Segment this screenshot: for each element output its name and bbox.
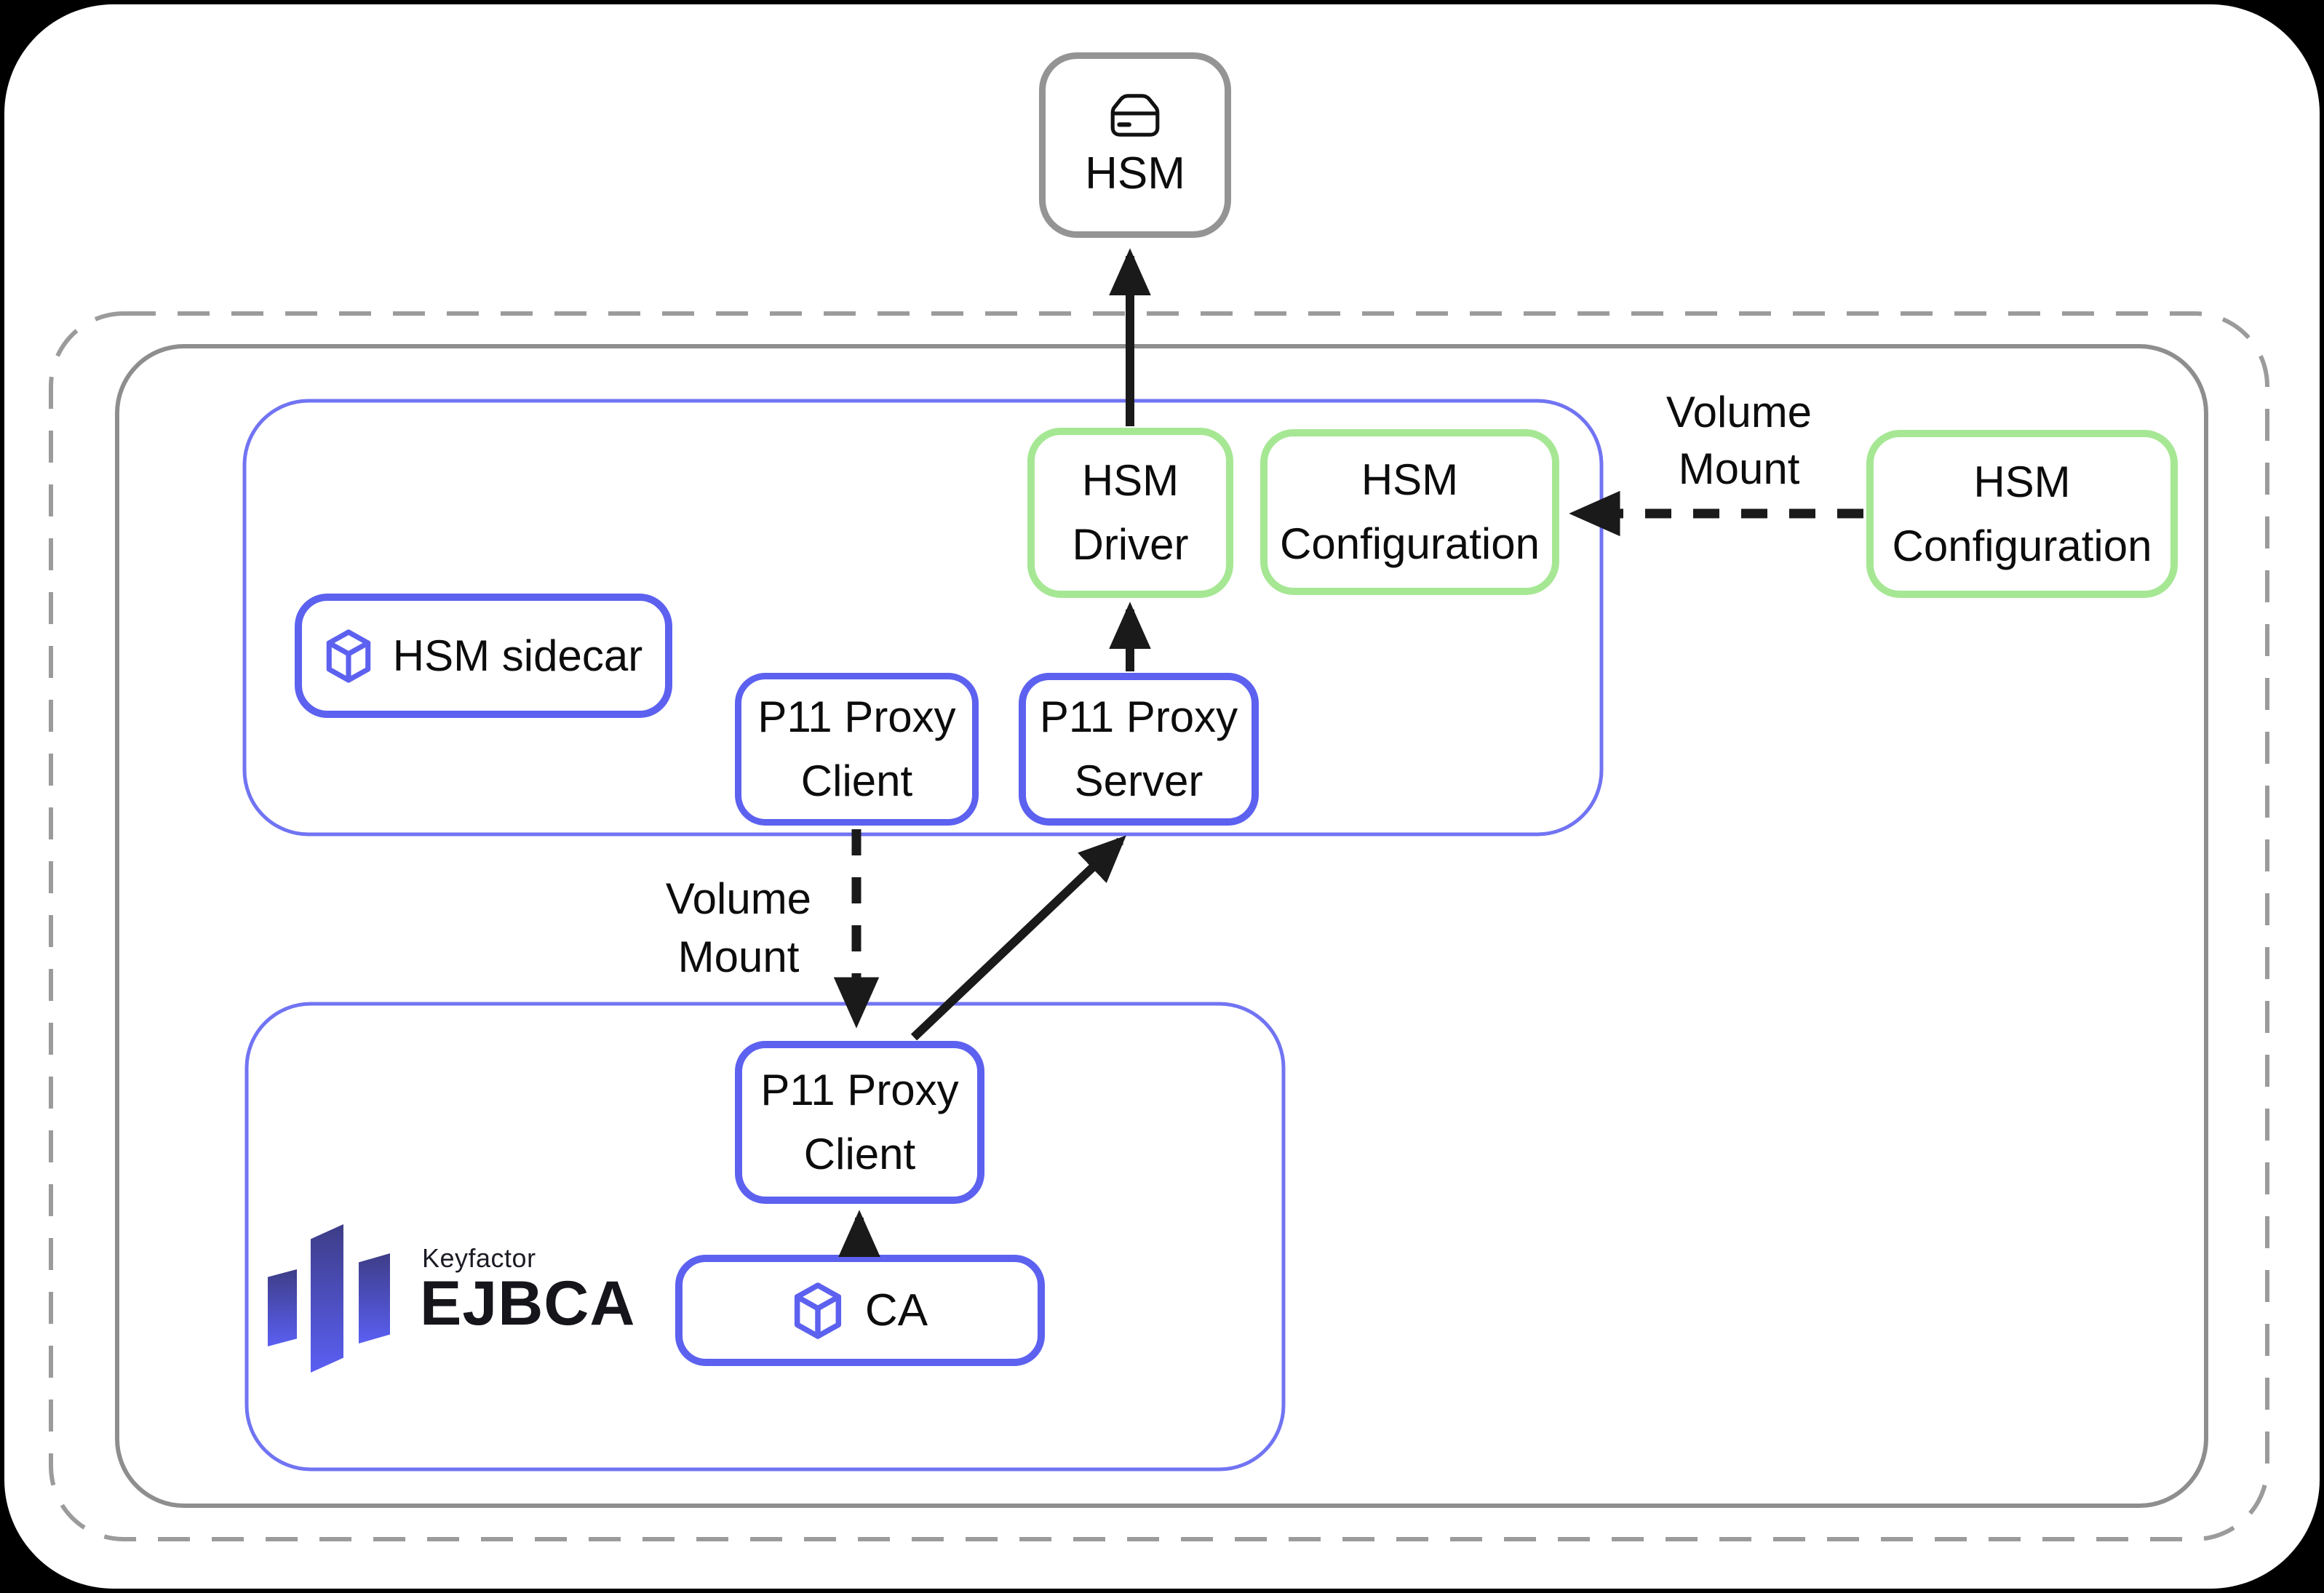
hsm-driver-label-line2: Driver (1072, 520, 1189, 569)
p11-proxy-client-ejbca-box: P11 Proxy Client (735, 1041, 984, 1204)
package-cube-icon (326, 628, 371, 683)
keyfactor-logo-bar-icon (268, 1269, 297, 1346)
logo-product-text: EJBCA (420, 1269, 636, 1338)
hsm-driver-label-line1: HSM (1081, 456, 1179, 505)
keyfactor-ejbca-logo: Keyfactor EJBCA (268, 1224, 635, 1381)
hsm-node-label: HSM (1085, 148, 1185, 199)
p11-proxy-client-ejbca-line2: Client (803, 1130, 916, 1178)
volume-mount-external-line2: Mount (1678, 444, 1800, 493)
hsm-driver-box: HSM Driver (1027, 428, 1233, 598)
p11-proxy-server-line1: P11 Proxy (1039, 692, 1238, 741)
ca-label: CA (864, 1285, 928, 1336)
volume-mount-label-proxy: Volume Mount (640, 870, 837, 986)
p11-proxy-server-line2: Server (1074, 756, 1203, 805)
p11-proxy-client-sidecar-line1: P11 Proxy (757, 692, 956, 741)
p11-proxy-client-sidecar-box: P11 Proxy Client (735, 673, 979, 826)
volume-mount-proxy-line1: Volume (665, 874, 812, 923)
volume-mount-proxy-line2: Mount (677, 933, 800, 981)
p11-proxy-client-sidecar-line2: Client (800, 756, 913, 805)
hsm-configuration-external-label-line2: Configuration (1892, 521, 2152, 570)
hsm-node: HSM (1039, 52, 1231, 238)
hsm-sidecar-label: HSM sidecar (392, 631, 643, 680)
p11-proxy-client-ejbca-line1: P11 Proxy (760, 1066, 959, 1114)
hard-drive-icon (1110, 93, 1160, 137)
hsm-configuration-external-box: HSM Configuration (1866, 430, 2178, 598)
keyfactor-logo-bar-icon (311, 1224, 343, 1373)
ca-box: CA (675, 1255, 1045, 1366)
hsm-configuration-box: HSM Configuration (1260, 429, 1559, 595)
hsm-configuration-external-label-line1: HSM (1973, 457, 2071, 506)
p11-proxy-server-box: P11 Proxy Server (1019, 673, 1259, 826)
package-cube-icon (794, 1282, 842, 1339)
volume-mount-label-external: Volume Mount (1641, 384, 1837, 498)
hsm-configuration-label-line1: HSM (1361, 455, 1459, 504)
hsm-sidecar-chip: HSM sidecar (295, 594, 672, 718)
keyfactor-logo-bar-icon (359, 1253, 390, 1344)
volume-mount-external-line1: Volume (1666, 388, 1812, 436)
hsm-configuration-label-line2: Configuration (1280, 519, 1540, 568)
